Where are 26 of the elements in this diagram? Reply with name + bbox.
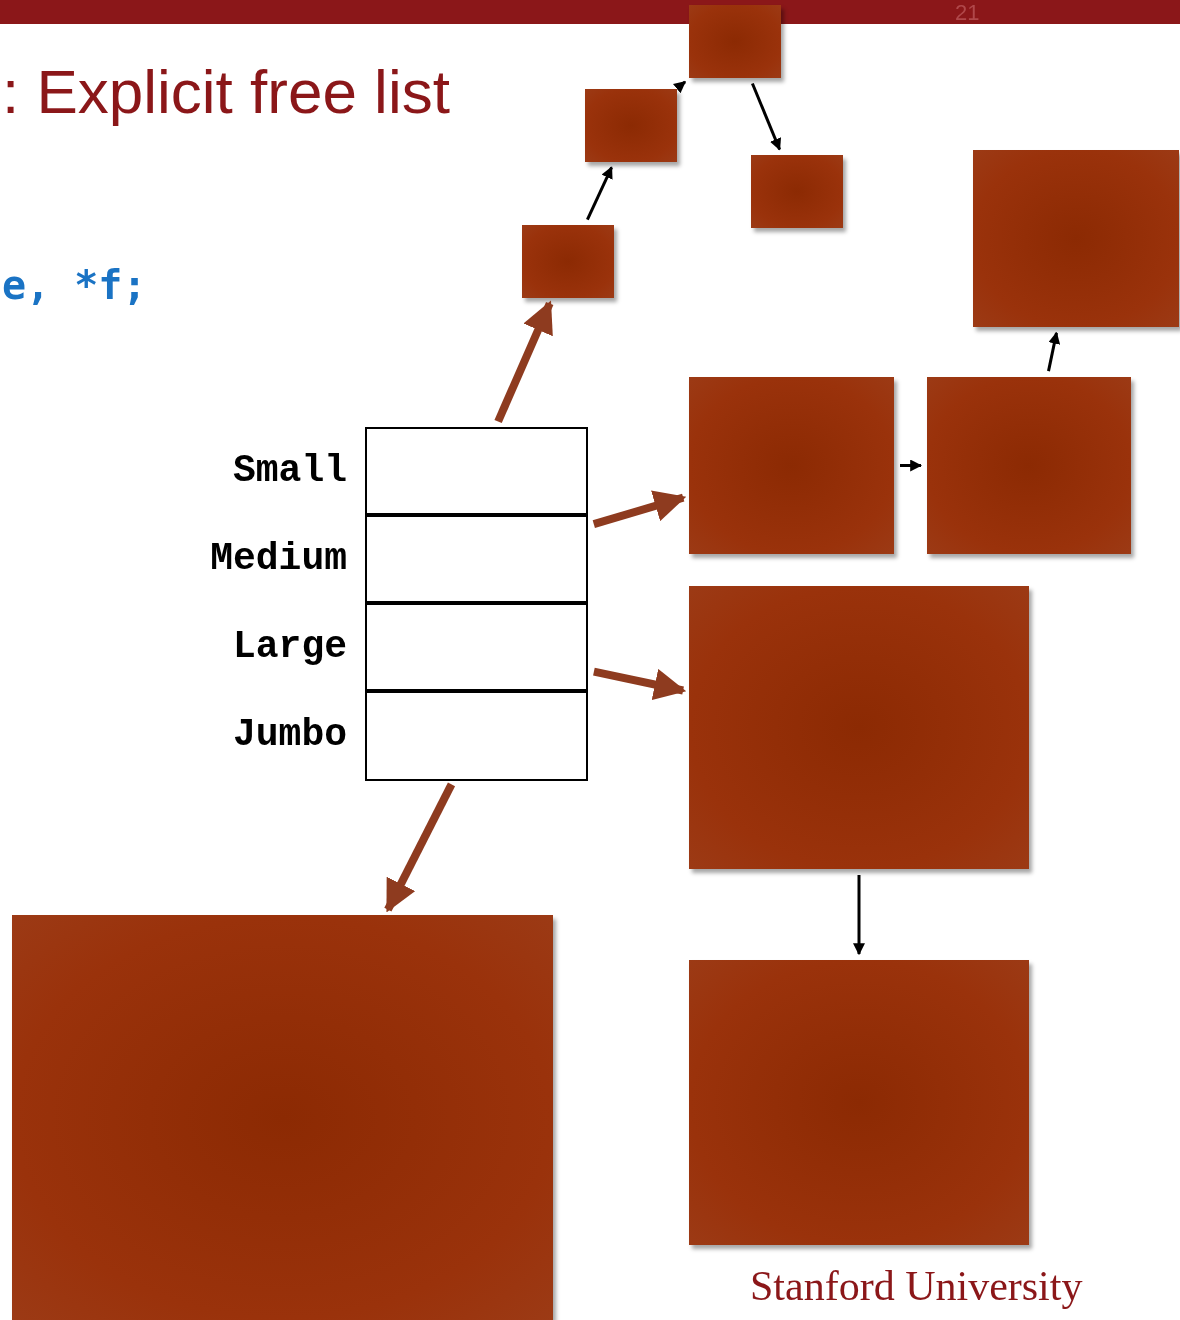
arrow bbox=[900, 459, 923, 472]
memory-block bbox=[689, 960, 1029, 1245]
arrow bbox=[494, 300, 554, 424]
memory-block bbox=[522, 225, 614, 298]
memory-block bbox=[12, 915, 553, 1320]
arrow bbox=[672, 80, 687, 94]
arrow bbox=[751, 82, 782, 151]
row-label: Jumbo bbox=[232, 715, 347, 755]
university-name: Stanford University bbox=[750, 1262, 1083, 1310]
memory-block bbox=[751, 155, 843, 228]
row-label: Large bbox=[232, 627, 347, 667]
code-text: e, *f; bbox=[2, 262, 147, 308]
memory-block bbox=[585, 89, 677, 162]
arrow bbox=[592, 490, 687, 529]
arrow bbox=[1047, 331, 1061, 372]
arrow bbox=[586, 166, 613, 221]
memory-block bbox=[689, 377, 894, 554]
arrow bbox=[384, 782, 456, 913]
memory-block bbox=[689, 5, 781, 78]
row-label: Small bbox=[232, 451, 347, 491]
memory-block bbox=[927, 377, 1131, 554]
arrow bbox=[853, 875, 865, 956]
memory-block bbox=[973, 150, 1179, 327]
row-label: Medium bbox=[210, 539, 347, 579]
memory-block bbox=[689, 586, 1029, 869]
slide-title: : Explicit free list bbox=[2, 56, 450, 128]
